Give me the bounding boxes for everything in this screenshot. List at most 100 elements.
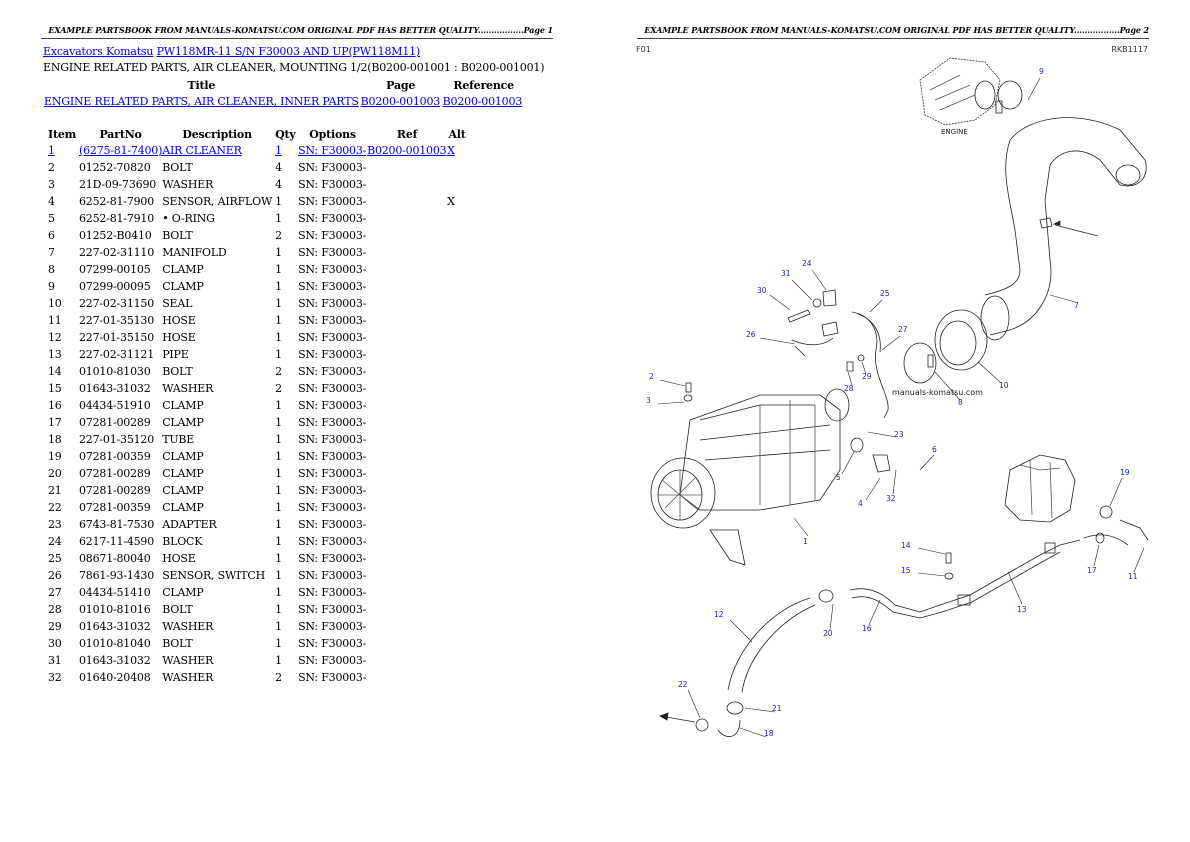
- item-cell: 28: [48, 603, 62, 616]
- description-cell: SENSOR, AIRFLOW: [162, 195, 273, 208]
- callout-label: 31: [781, 269, 791, 278]
- partno-cell: 01010-81016: [79, 603, 151, 616]
- options-cell: SN: F30003-: [298, 195, 367, 208]
- item-cell: 17: [48, 416, 62, 429]
- description-cell: WASHER: [162, 178, 214, 191]
- description-cell: CLAMP: [162, 416, 204, 429]
- description-cell: SENSOR, SWITCH: [162, 569, 265, 582]
- pump-assembly: [1004, 454, 1076, 523]
- partno-cell: 6252-81-7910: [79, 212, 155, 225]
- qty-link[interactable]: 1: [275, 144, 282, 157]
- ref-cell: [367, 312, 447, 329]
- ref-cell: [367, 380, 447, 397]
- callout-label: 21: [772, 704, 782, 713]
- item-cell: 11: [48, 314, 62, 327]
- alt-cell: [447, 329, 467, 346]
- ref-link[interactable]: B0200-001003: [367, 144, 447, 157]
- qty-cell: 1: [275, 637, 282, 650]
- qty-cell: 1: [275, 433, 282, 446]
- description-link[interactable]: AIR CLEANER: [162, 144, 242, 157]
- description-cell: PIPE: [162, 348, 189, 361]
- qty-cell: 1: [275, 331, 282, 344]
- description-cell: • O-RING: [162, 212, 215, 225]
- callout-label: 23: [894, 430, 904, 439]
- description-cell: BOLT: [162, 365, 193, 378]
- ref-cell: [367, 465, 447, 482]
- qty-cell: 1: [275, 280, 282, 293]
- ref-cell: [367, 227, 447, 244]
- col-partno: PartNo: [99, 128, 142, 141]
- callout-label: 8: [958, 398, 963, 407]
- breadcrumb-category-link[interactable]: Excavators Komatsu: [43, 45, 154, 58]
- ref-cell: [367, 516, 447, 533]
- ref-cell: [367, 550, 447, 567]
- partno-link[interactable]: (6275-81-7400): [79, 144, 163, 157]
- partno-cell: 04434-51410: [79, 586, 151, 599]
- ref-page-link[interactable]: B0200-001003: [360, 95, 441, 108]
- qty-cell: 2: [275, 671, 282, 684]
- qty-cell: 1: [275, 297, 282, 310]
- ref-reference-link[interactable]: B0200-001003: [442, 95, 523, 108]
- qty-cell: 1: [275, 246, 282, 259]
- callout-label: 3: [646, 396, 651, 405]
- alt-cell: [447, 516, 467, 533]
- item-cell: 4: [48, 195, 55, 208]
- callout-label: 29: [862, 372, 872, 381]
- options-cell: SN: F30003-: [298, 416, 367, 429]
- page-header: EXAMPLE PARTSBOOK FROM MANUALS-KOMATSU.C…: [637, 24, 1149, 39]
- item-cell: 16: [48, 399, 62, 412]
- callout-label: 26: [746, 330, 756, 339]
- alt-cell: [447, 431, 467, 448]
- item-cell: 8: [48, 263, 55, 276]
- callout-label: 17: [1087, 566, 1097, 575]
- ref-cell: [367, 567, 447, 584]
- callout-label: 24: [802, 259, 812, 268]
- ref-cell: [367, 448, 447, 465]
- ref-title-link[interactable]: ENGINE RELATED PARTS, AIR CLEANER, INNER…: [44, 95, 359, 108]
- callout-label: 5: [836, 473, 841, 482]
- partno-cell: 01252-B0410: [79, 229, 152, 242]
- qty-cell: 4: [275, 178, 282, 191]
- ref-cell: [367, 346, 447, 363]
- alt-cell: [447, 380, 467, 397]
- callout-label: 11: [1128, 572, 1138, 581]
- item-link[interactable]: 1: [48, 144, 55, 157]
- options-link[interactable]: SN: F30003-: [298, 144, 367, 157]
- alt-cell: [447, 465, 467, 482]
- callout-label: 10: [999, 381, 1009, 390]
- item-cell: 15: [48, 382, 62, 395]
- item-cell: 6: [48, 229, 55, 242]
- partno-cell: 04434-51910: [79, 399, 151, 412]
- breadcrumb-model-link[interactable]: PW118MR-11 S/N F30003 AND UP(PW118M11): [156, 45, 421, 58]
- ref-col-page: Page: [386, 78, 416, 92]
- alt-link[interactable]: X: [447, 144, 455, 157]
- item-cell: 19: [48, 450, 62, 463]
- col-description: Description: [182, 128, 252, 141]
- qty-cell: 1: [275, 484, 282, 497]
- ref-cell: [367, 601, 447, 618]
- ref-cell: [367, 482, 447, 499]
- ref-row: ENGINE RELATED PARTS, AIR CLEANER, INNER…: [43, 93, 526, 110]
- item-cell: 32: [48, 671, 62, 684]
- partno-cell: 227-02-31110: [79, 246, 155, 259]
- alt-cell: [447, 448, 467, 465]
- ref-cell: [367, 278, 447, 295]
- breadcrumb: Excavators Komatsu PW118MR-11 S/N F30003…: [43, 45, 420, 59]
- options-cell: SN: F30003-: [298, 484, 367, 497]
- alt-cell: [447, 346, 467, 363]
- section-title: ENGINE RELATED PARTS, AIR CLEANER, MOUNT…: [43, 61, 545, 74]
- qty-cell: 1: [275, 569, 282, 582]
- options-cell: SN: F30003-: [298, 535, 367, 548]
- options-cell: SN: F30003-: [298, 348, 367, 361]
